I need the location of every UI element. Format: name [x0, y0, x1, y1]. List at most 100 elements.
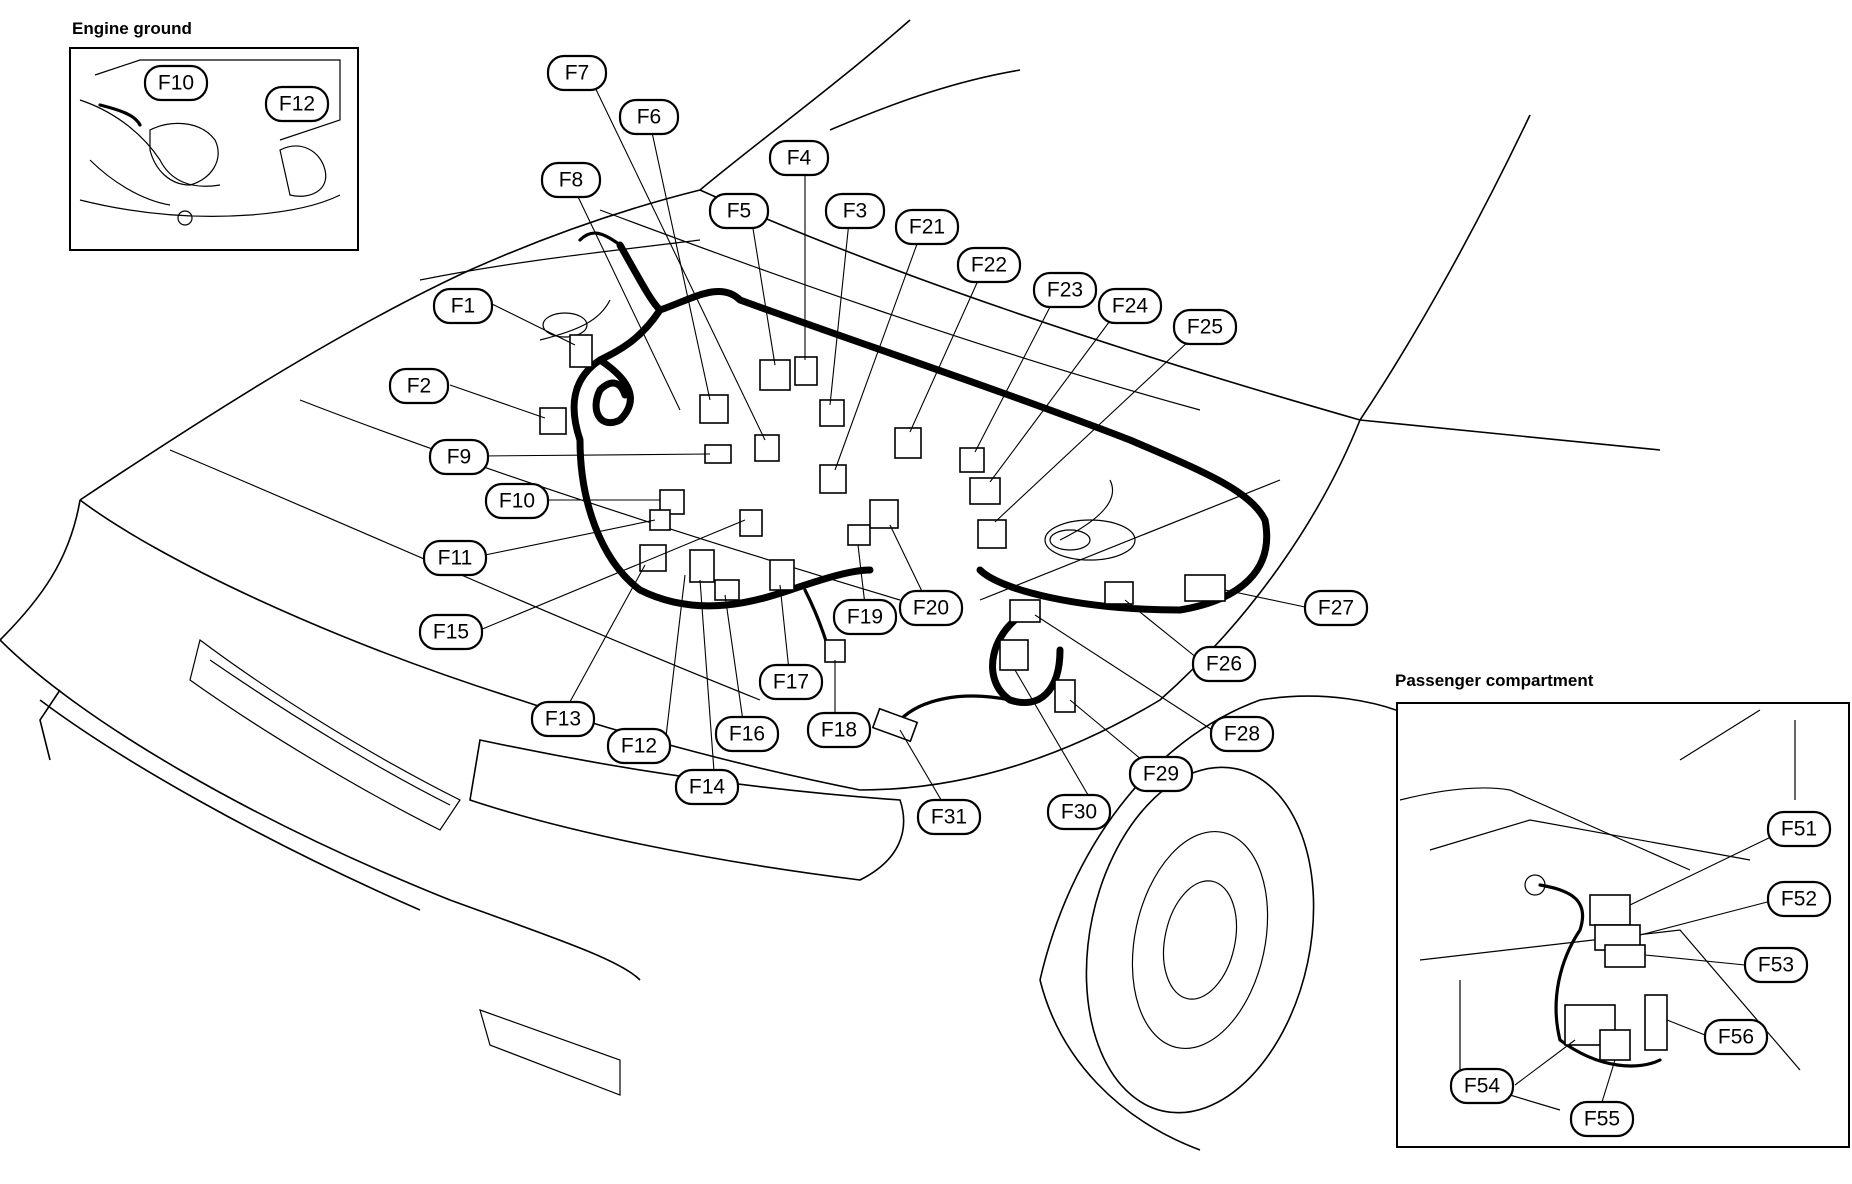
connector-f51 — [1589, 894, 1631, 926]
callout-f20: F20 — [898, 589, 964, 627]
svg-text:F10: F10 — [158, 72, 194, 95]
connector-f14 — [689, 549, 715, 583]
connector-f4 — [794, 356, 818, 386]
svg-text:F4: F4 — [787, 147, 812, 170]
callout-f2: F2 — [388, 367, 450, 405]
callout-f5: F5 — [708, 192, 770, 230]
svg-text:F17: F17 — [773, 671, 809, 694]
svg-text:F6: F6 — [637, 106, 662, 129]
connector-f25 — [977, 519, 1007, 549]
callout-f1: F1 — [432, 287, 494, 325]
connector-f19 — [847, 524, 871, 546]
svg-text:F14: F14 — [689, 776, 726, 799]
connector-f5 — [759, 359, 791, 391]
connector-f26 — [1104, 581, 1134, 605]
callout-f28: F28 — [1209, 715, 1275, 753]
svg-text:F20: F20 — [913, 597, 949, 620]
callout-f7: F7 — [546, 54, 608, 92]
connector-f27 — [1184, 574, 1226, 602]
svg-text:F51: F51 — [1781, 818, 1817, 841]
svg-text:F12: F12 — [621, 735, 657, 758]
connector-f1 — [569, 334, 593, 368]
svg-text:F29: F29 — [1143, 763, 1179, 786]
callout-f56: F56 — [1703, 1018, 1769, 1056]
leader-lines — [449, 76, 1306, 816]
connector-f31 — [871, 707, 919, 743]
connector-f11 — [649, 509, 671, 531]
callout-f21: F21 — [894, 208, 960, 246]
svg-text:F26: F26 — [1206, 653, 1242, 676]
svg-text:F1: F1 — [451, 295, 476, 318]
svg-text:F2: F2 — [407, 375, 432, 398]
connector-f30 — [999, 639, 1029, 671]
callout-f4: F4 — [768, 139, 830, 177]
callout-f55: F55 — [1569, 1100, 1635, 1138]
engine-ground-frame — [69, 47, 359, 251]
callout-f22: F22 — [956, 246, 1022, 284]
svg-text:F53: F53 — [1758, 954, 1794, 977]
svg-text:F19: F19 — [847, 606, 883, 629]
connector-f6 — [699, 394, 729, 424]
svg-text:F23: F23 — [1047, 279, 1083, 302]
callout-f11: F11 — [422, 539, 488, 577]
svg-text:F15: F15 — [433, 621, 469, 644]
engine-ground-title: Engine ground — [72, 19, 192, 38]
callout-f13: F13 — [530, 700, 596, 738]
callout-f16: F16 — [714, 715, 780, 753]
callout-f26: F26 — [1191, 645, 1257, 683]
callout-f30: F30 — [1046, 793, 1112, 831]
callout-f51: F51 — [1766, 810, 1832, 848]
connector-f53 — [1604, 944, 1646, 968]
connector-f20 — [869, 499, 899, 529]
callout-f14: F14 — [674, 768, 740, 806]
callout-f8: F8 — [540, 161, 602, 199]
connector-f18 — [824, 639, 846, 663]
callout-f52: F52 — [1766, 880, 1832, 918]
callout-f27: F27 — [1303, 589, 1369, 627]
svg-text:F8: F8 — [559, 169, 584, 192]
callout-f18: F18 — [806, 711, 872, 749]
connector-f56 — [1644, 994, 1668, 1051]
svg-text:F11: F11 — [438, 547, 473, 570]
connector-f22 — [894, 427, 922, 459]
callout-f19: F19 — [832, 598, 898, 636]
callout-inset-f12: F12 — [264, 85, 330, 123]
svg-text:F9: F9 — [447, 446, 472, 469]
callout-f6: F6 — [618, 98, 680, 136]
svg-text:F10: F10 — [499, 490, 535, 513]
callout-labels: F7 F6 F4 F8 F5 F3 F21 F22 F23 F24 F25 F1… — [143, 54, 1832, 1138]
svg-text:F54: F54 — [1464, 1075, 1501, 1098]
connector-f3 — [819, 399, 845, 427]
connector-f7 — [754, 434, 780, 462]
svg-text:F31: F31 — [931, 806, 967, 829]
svg-text:F7: F7 — [565, 62, 590, 85]
svg-text:F30: F30 — [1061, 801, 1097, 824]
connector-f29 — [1054, 679, 1076, 713]
callout-f15: F15 — [418, 613, 484, 651]
callout-f12: F12 — [606, 727, 672, 765]
svg-text:F52: F52 — [1781, 888, 1817, 911]
callout-f31: F31 — [916, 798, 982, 836]
callout-f17: F17 — [758, 663, 824, 701]
car-body-outline — [0, 19, 1661, 1151]
svg-text:F21: F21 — [909, 216, 945, 239]
svg-text:F5: F5 — [727, 200, 752, 223]
svg-text:F12: F12 — [279, 93, 315, 116]
passenger-compartment-title: Passenger compartment — [1395, 671, 1594, 690]
connector-f55 — [1599, 1029, 1631, 1061]
svg-text:F18: F18 — [821, 719, 857, 742]
callout-f54: F54 — [1449, 1067, 1515, 1105]
svg-text:F56: F56 — [1718, 1026, 1754, 1049]
svg-text:F27: F27 — [1318, 597, 1354, 620]
callout-f53: F53 — [1743, 946, 1809, 984]
svg-text:F25: F25 — [1187, 316, 1223, 339]
connector-f21 — [819, 464, 847, 494]
connectors — [539, 334, 1226, 743]
main-harness — [570, 231, 1271, 722]
svg-text:F22: F22 — [971, 254, 1007, 277]
svg-text:F16: F16 — [729, 723, 765, 746]
callout-f10: F10 — [484, 482, 550, 520]
connector-f24 — [969, 477, 1001, 505]
callout-f24: F24 — [1097, 287, 1163, 325]
